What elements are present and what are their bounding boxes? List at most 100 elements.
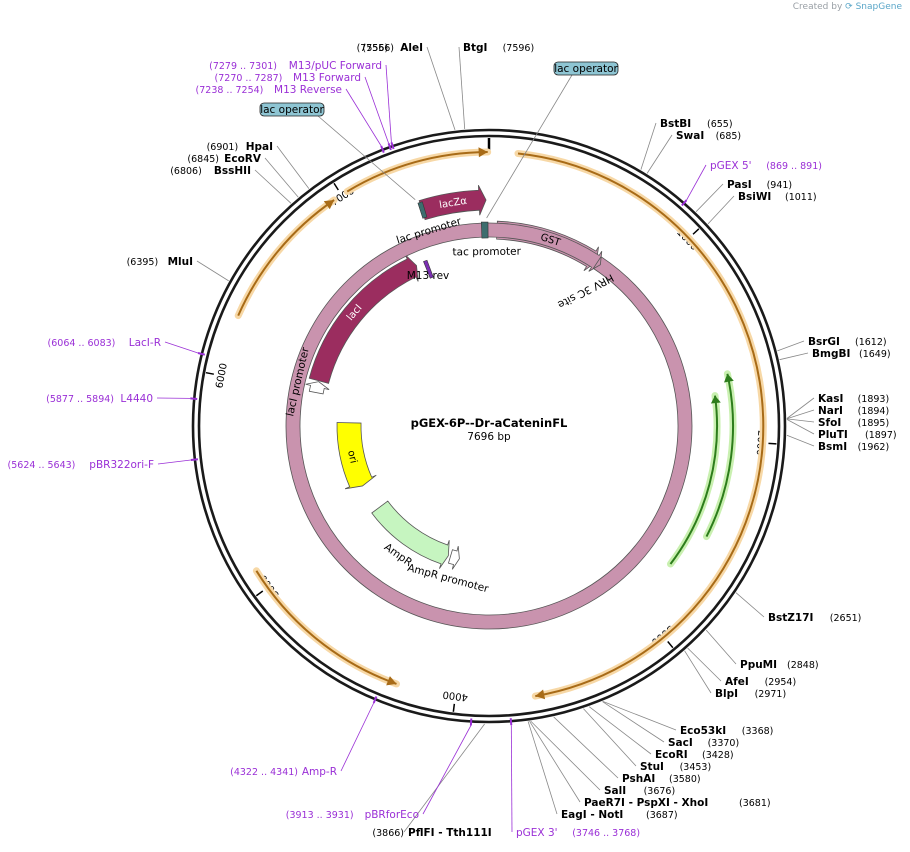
enzyme-site: BtgI(7596) — [463, 42, 534, 54]
enzyme-position: (1011) — [785, 192, 817, 203]
enzyme-leader — [735, 592, 765, 618]
primer-position: (7238 .. 7254) — [196, 85, 264, 96]
primer-mark — [372, 696, 378, 704]
primer-leader — [345, 88, 382, 147]
enzyme-name: SwaI — [676, 130, 704, 142]
enzyme-site: PshAI (3580) — [622, 773, 701, 785]
enzyme-name: BsmI — [818, 441, 847, 453]
snapgene-credit: Created by ⟳ SnapGene — [793, 2, 902, 12]
enzyme-name: BssHII — [214, 165, 251, 177]
enzyme-leader — [458, 46, 466, 130]
enzyme-leader — [695, 183, 724, 212]
primer-leader — [340, 702, 375, 772]
feature-laci-promoter — [305, 381, 330, 395]
feature-label-lacz: lacZα — [438, 196, 468, 211]
enzyme-position: (655) — [707, 119, 733, 130]
primer-name: L4440 — [120, 393, 153, 405]
lac-operator-label: lac operator — [554, 63, 618, 75]
feature-ori — [336, 422, 377, 490]
primer-mark — [509, 718, 513, 726]
primer-site: pGEX 3'(3746 .. 3768) — [516, 827, 640, 839]
enzyme-position: (6845) — [187, 154, 219, 165]
primer-name: M13/pUC Forward — [289, 60, 382, 72]
enzyme-name: SfoI — [818, 417, 841, 429]
green-arc-outer-head — [724, 373, 734, 383]
enzyme-position: (3370) — [708, 738, 740, 749]
enzyme-site: PflFI - Tth111I(3866) — [372, 827, 491, 839]
outer-feature-arcs — [234, 147, 767, 700]
enzyme-site: BsmI(1962) — [818, 441, 889, 453]
enzyme-leader — [588, 706, 652, 755]
tick-5000 — [255, 590, 264, 597]
enzyme-position: (3681) — [739, 798, 771, 809]
enzyme-position: (6901) — [207, 142, 239, 153]
enzyme-name: PshAI — [622, 773, 655, 785]
lac-operator-callout: lac operator — [259, 102, 416, 201]
enzyme-leader — [684, 650, 712, 694]
primer-position: (3913 .. 3931) — [286, 810, 354, 821]
enzyme-leader — [530, 720, 601, 791]
orange-arc-top — [346, 151, 488, 193]
enzyme-position: (6395) — [127, 257, 159, 268]
primer-site: L4440 (5877 .. 5894) — [46, 393, 153, 405]
enzyme-position: (3580) — [669, 774, 701, 785]
enzyme-position: (1893) — [858, 394, 890, 405]
enzyme-position: (2971) — [755, 689, 787, 700]
orange-arc-top-head — [478, 147, 488, 158]
primer-position: (5877 .. 5894) — [46, 394, 114, 405]
primer-mark — [190, 458, 199, 461]
enzyme-site: NarI (1894) — [818, 405, 889, 417]
enzyme-name: NarI — [818, 405, 843, 417]
enzyme-site: Eco53kI(3368) — [680, 725, 773, 737]
enzyme-site: SwaI(685) — [676, 130, 741, 142]
feature-ampr — [371, 500, 450, 569]
enzyme-leader — [786, 409, 815, 420]
enzyme-position: (1894) — [858, 406, 890, 417]
primer-name: pBRforEco — [365, 809, 419, 821]
feature-lacz- — [418, 185, 487, 221]
enzyme-name: HpaI — [246, 141, 273, 153]
lac-promoter-block — [417, 201, 428, 219]
feature-label-tac-promoter: tac promoter — [452, 246, 521, 259]
orange-arc-left — [237, 199, 335, 317]
primer-name: Amp-R — [302, 766, 337, 778]
primer-name: M13 Reverse — [274, 84, 342, 96]
lac-operator-label: lac operator — [260, 104, 324, 116]
orange-arc-right-head — [535, 689, 546, 700]
orange-arc-top-glow — [343, 148, 492, 195]
primer-name: LacI-R — [129, 337, 161, 349]
enzyme-name: EcoRV — [224, 153, 262, 165]
primer-position: (4322 .. 4341) — [230, 767, 298, 778]
enzyme-site: BssHII(6806) — [170, 165, 251, 177]
feature-label-laci-promoter: lacI promoter — [284, 346, 312, 418]
enzyme-leader — [786, 434, 815, 447]
lac-operator-box — [553, 61, 619, 76]
tick-label: 6000 — [214, 362, 230, 389]
primer-position: (3746 .. 3768) — [572, 828, 640, 839]
feature-label-ori: ori — [345, 449, 359, 464]
enzyme-name: BsiWI — [738, 191, 771, 203]
enzyme-position: (7556) — [357, 43, 389, 54]
enzyme-site: AleI(7556) — [357, 42, 423, 54]
enzyme-name: PluTI — [818, 429, 848, 441]
enzyme-site: EagI - NotI(3687) — [561, 809, 678, 821]
enzyme-name: BstBI — [660, 118, 691, 130]
enzyme-site: KasI(1893) — [818, 393, 889, 405]
enzyme-name: StuI — [640, 761, 664, 773]
tick-3000 — [667, 641, 674, 649]
primer-site: M13 Forward(7270 .. 7287) — [215, 72, 361, 84]
enzyme-site: EcoRV (6845) — [187, 153, 261, 165]
enzyme-leader — [779, 352, 809, 361]
enzyme-leader — [640, 122, 657, 170]
enzyme-site: SacI(3370) — [668, 737, 739, 749]
enzyme-name: BsrGI — [808, 336, 840, 348]
enzyme-site: HpaI (6901) — [207, 141, 273, 153]
feature-label-ampr-promoter: AmpR promoter — [406, 562, 490, 595]
enzyme-position: (2651) — [830, 613, 862, 624]
enzyme-position: (3428) — [702, 750, 734, 761]
primer-mark — [197, 352, 206, 356]
enzyme-leader — [527, 721, 558, 815]
tick-4000 — [452, 703, 456, 712]
tick-1000 — [692, 228, 700, 235]
